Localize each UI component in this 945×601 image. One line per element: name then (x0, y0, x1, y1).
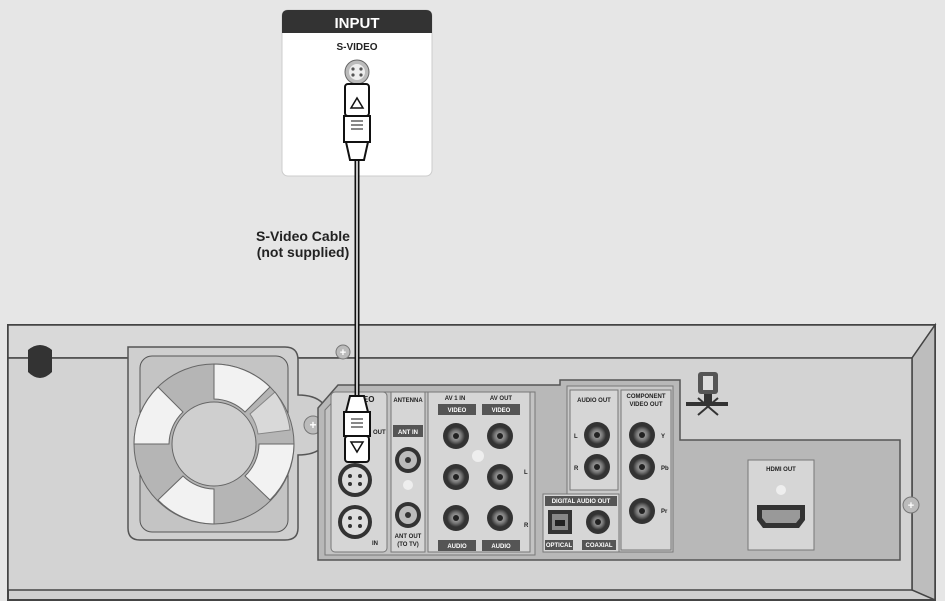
component-y-jack[interactable] (629, 422, 655, 448)
component-pb-jack[interactable] (629, 454, 655, 480)
ant-in-bar (393, 425, 423, 437)
av-out-audio-l-jack[interactable] (487, 464, 513, 490)
audio-out-r-jack[interactable] (584, 454, 610, 480)
cable-label-line2: (not supplied) (257, 244, 350, 260)
av-out-label: AV OUT (490, 396, 513, 402)
input-title: INPUT (335, 15, 380, 32)
audio-label-1: AUDIO (447, 544, 467, 550)
av-left-label: L (524, 470, 528, 476)
av-out-video-jack[interactable] (487, 423, 513, 449)
audio-out-label: AUDIO OUT (577, 398, 611, 404)
video-label-1: VIDEO (448, 408, 467, 414)
ant-out-label: ANT OUT (395, 534, 422, 540)
plus-mark-icon (776, 485, 786, 495)
top-plug (343, 83, 371, 161)
hdmi-out-label: HDMI OUT (766, 467, 796, 473)
component-y-label: Y (661, 434, 665, 440)
antenna-label: ANTENNA (393, 398, 423, 404)
av1-video-in-jack[interactable] (443, 423, 469, 449)
audio-label-2: AUDIO (491, 544, 511, 550)
component-label: COMPONENT (627, 394, 666, 400)
ground-terminal-icon (686, 372, 728, 416)
av-right-label: R (524, 523, 529, 529)
optical-jack[interactable] (548, 510, 572, 534)
cable-label-line1: S-Video Cable (256, 228, 350, 244)
audio-out-l-label: L (574, 434, 578, 440)
svg-text:+: + (908, 500, 914, 512)
audio-out-l-jack[interactable] (584, 422, 610, 448)
av-block (427, 391, 531, 553)
component-pb-label: Pb (661, 466, 669, 472)
digital-audio-out-label: DIGITAL AUDIO OUT (552, 499, 611, 505)
av1-in-label: AV 1 IN (445, 396, 466, 402)
svg-text:+: + (340, 347, 346, 359)
screw-icon (902, 496, 920, 514)
audio-out-r-label: R (574, 466, 579, 472)
ant-in-label: ANT IN (398, 430, 418, 436)
s-video-cable (343, 83, 371, 463)
audio-bar-1 (438, 540, 476, 551)
optical-label: OPTICAL (546, 543, 573, 549)
bottom-plug (343, 395, 371, 463)
tv-s-video-jack[interactable] (344, 59, 370, 85)
s-video-in-jack[interactable] (338, 505, 372, 539)
video-bar-2 (482, 404, 520, 415)
s-video-jack-label: S-VIDEO (336, 42, 377, 53)
av1-audio-l-jack[interactable] (443, 464, 469, 490)
component-pr-jack[interactable] (629, 498, 655, 524)
av-out-audio-r-jack[interactable] (487, 505, 513, 531)
ant-out-to-tv-label: (TO TV) (397, 542, 419, 548)
ant-in-jack[interactable] (395, 447, 421, 473)
s-video-out-label: OUT (373, 430, 386, 436)
plus-mark-icon (403, 480, 413, 490)
component-video-out-label: VIDEO OUT (629, 402, 662, 408)
s-video-out-jack[interactable] (338, 463, 372, 497)
svg-text:+: + (309, 418, 316, 432)
screw-icon (335, 344, 351, 360)
audio-bar-2 (482, 540, 520, 551)
plus-mark-icon (472, 450, 484, 462)
coaxial-label: COAXIAL (586, 543, 613, 549)
av1-audio-r-jack[interactable] (443, 505, 469, 531)
ant-out-jack[interactable] (395, 502, 421, 528)
hdmi-out-port[interactable] (757, 505, 805, 528)
s-video-in-label: IN (372, 541, 378, 547)
video-label-2: VIDEO (492, 408, 511, 414)
rear-jack-panel: VIDEO OUT IN ANTENNA ANT IN ANT OUT (TO … (317, 372, 901, 561)
component-pr-label: Pr (661, 509, 668, 515)
foot-bump (28, 345, 52, 378)
video-bar-1 (438, 404, 476, 415)
coaxial-jack[interactable] (586, 510, 610, 534)
